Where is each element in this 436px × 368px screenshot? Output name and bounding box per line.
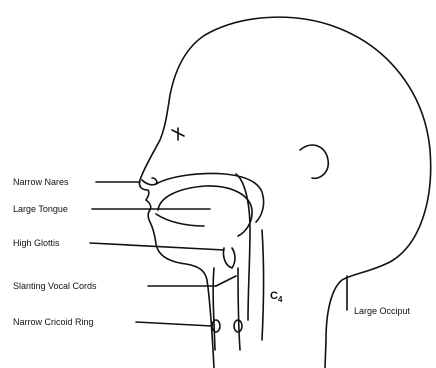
nostril-shape: [142, 178, 157, 185]
vocal-cords: [216, 276, 236, 286]
label-narrow-cricoid-ring: Narrow Cricoid Ring: [13, 317, 94, 327]
occiput-neck-outline: [325, 150, 431, 368]
cervical-spine: [262, 230, 264, 340]
mouth-floor-outline: [156, 214, 204, 226]
leader-cricoid: [136, 322, 212, 326]
cricoid-ring-front: [212, 320, 220, 332]
label-c4-letter: C: [270, 290, 278, 302]
label-c4: C4: [270, 290, 282, 304]
label-large-tongue: Large Tongue: [13, 204, 68, 214]
tongue-outline: [158, 186, 252, 236]
label-narrow-nares: Narrow Nares: [13, 177, 69, 187]
trachea-back: [238, 268, 240, 350]
label-slanting-vocal-cords: Slanting Vocal Cords: [13, 281, 97, 291]
ear-shape: [300, 145, 328, 178]
epiglottis-shape: [223, 248, 235, 268]
eye-mark: [172, 128, 184, 140]
label-high-glottis: High Glottis: [13, 238, 60, 248]
label-c4-subscript: 4: [278, 295, 282, 304]
trachea-front: [213, 268, 215, 350]
label-large-occiput: Large Occiput: [354, 306, 410, 316]
